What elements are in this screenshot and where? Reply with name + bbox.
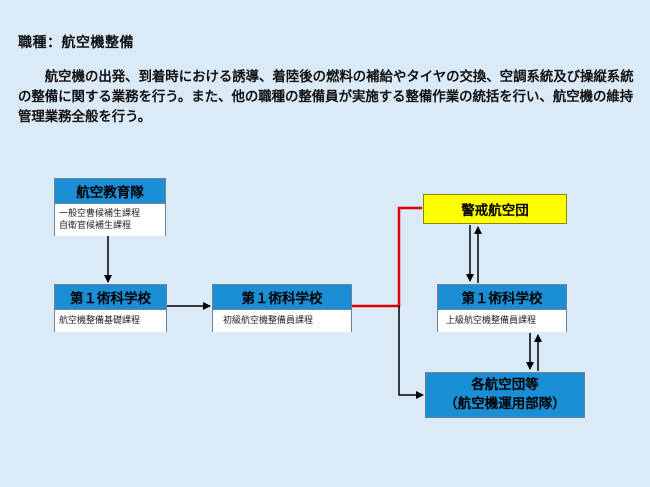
node-air-wings-line1: 各航空団等	[471, 377, 539, 393]
node-air-wings: 各航空団等 （航空機運用部隊）	[425, 372, 585, 418]
arrow-initial-to-air-wings	[398, 306, 424, 399]
course-item: 一般空曹候補生課程	[59, 209, 141, 219]
node-education-corps-title: 航空教育隊	[55, 179, 165, 204]
node-education-corps-courses: 一般空曹候補生課程 自衛官候補生課程	[55, 204, 165, 236]
node-education-corps: 航空教育隊 一般空曹候補生課程 自衛官候補生課程	[54, 178, 166, 236]
node-school-advanced: 第１術科学校 上級航空機整備員課程	[437, 284, 567, 332]
node-school-advanced-course: 上級航空機整備員課程	[438, 310, 566, 332]
node-school-advanced-title: 第１術科学校	[438, 285, 566, 310]
node-air-wings-line2: （航空機運用部隊）	[444, 396, 566, 412]
node-warning-group: 警戒航空団	[423, 194, 567, 224]
node-school-initial-title: 第１術科学校	[213, 285, 351, 310]
page-title: 職種：航空機整備	[18, 35, 134, 51]
node-school-basic-course: 航空機整備基礎課程	[55, 310, 166, 332]
node-school-initial: 第１術科学校 初級航空機整備員課程	[212, 284, 352, 332]
job-description: 航空機の出発、到着時における誘導、着陸後の燃料の補給やタイヤの交換、空調系統及び…	[18, 70, 634, 125]
node-school-basic-title: 第１術科学校	[55, 285, 166, 310]
node-school-initial-course: 初級航空機整備員課程	[213, 310, 351, 332]
red-path-to-warning-group	[352, 206, 422, 308]
course-item: 自衛官候補生課程	[59, 221, 132, 231]
node-school-basic: 第１術科学校 航空機整備基礎課程	[54, 284, 167, 332]
